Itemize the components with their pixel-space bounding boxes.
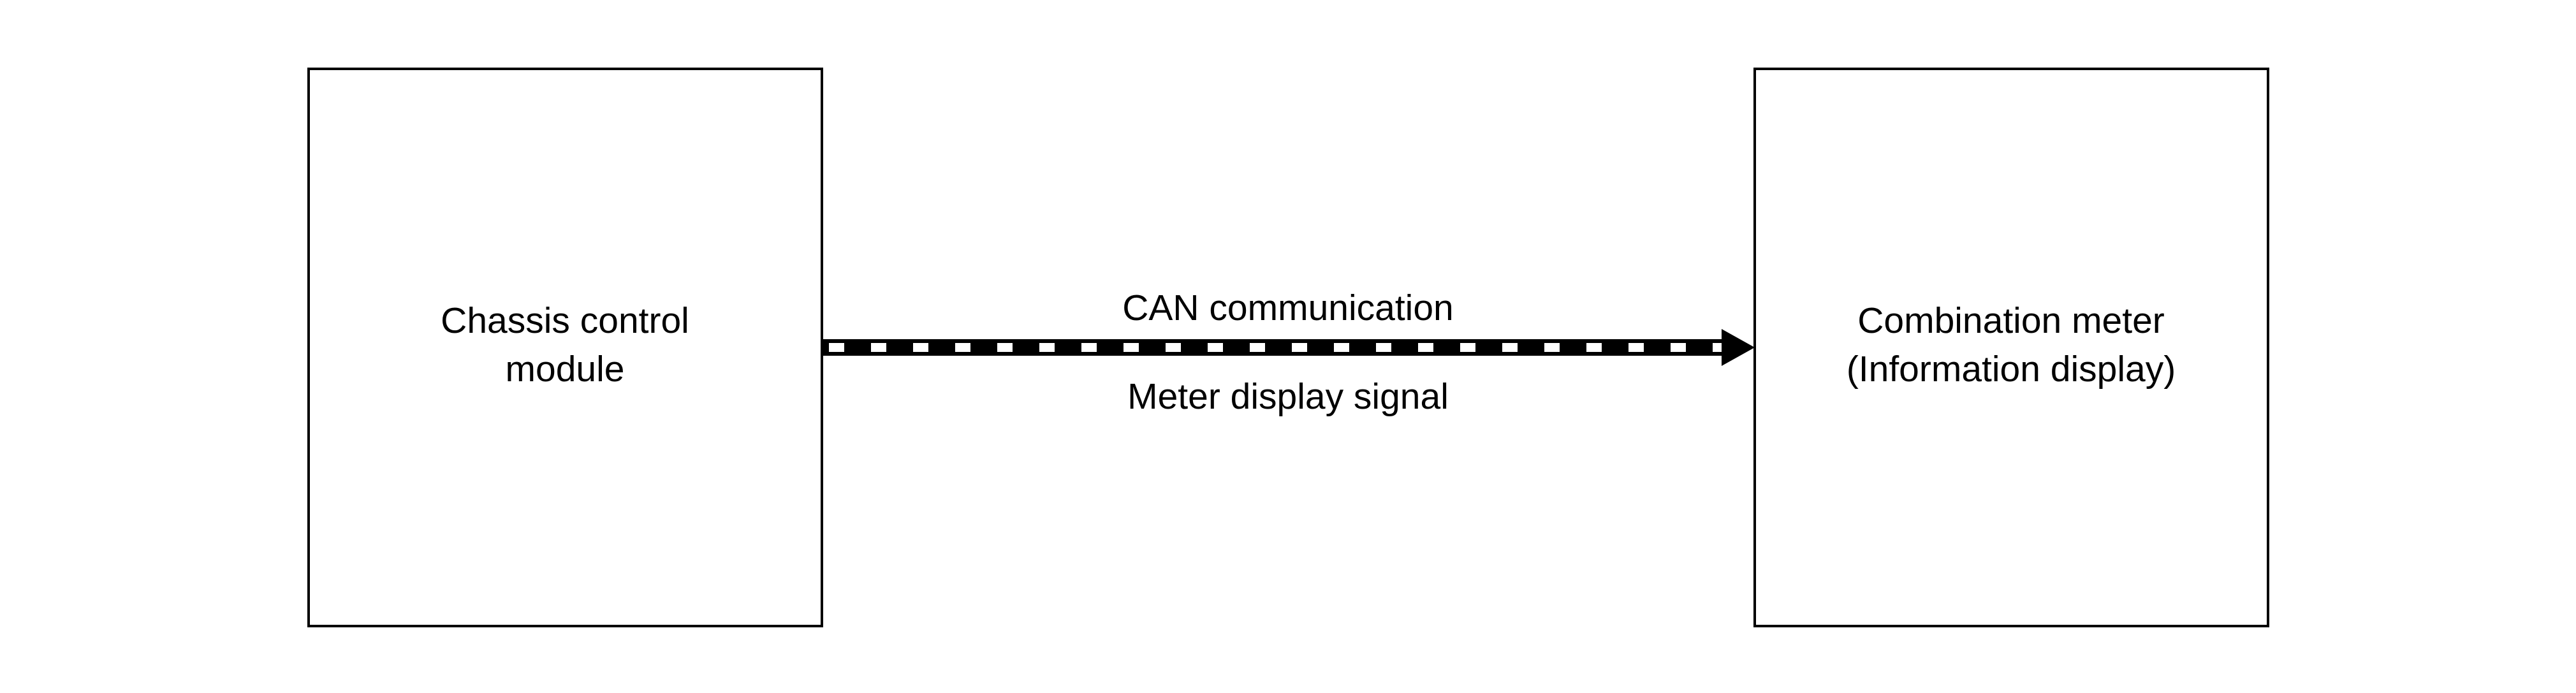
- arrowhead-icon: [1722, 329, 1755, 366]
- chassis-control-module-label-line1: Chassis control: [441, 300, 689, 341]
- chassis-control-module-box: [307, 68, 823, 627]
- can-bus-line: [822, 339, 1727, 356]
- combination-meter-label-line2: (Information display): [1847, 349, 2176, 390]
- combination-meter-box: [1753, 68, 2269, 627]
- chassis-control-module-block: Chassis control module: [307, 68, 823, 627]
- can-communication-connector: CAN communication Meter display signal: [822, 288, 1755, 417]
- combination-meter-label-line1: Combination meter: [1857, 300, 2165, 341]
- can-communication-label: CAN communication: [1122, 288, 1454, 328]
- combination-meter-block: Combination meter (Information display): [1753, 68, 2269, 627]
- meter-display-signal-label: Meter display signal: [1127, 376, 1449, 417]
- chassis-control-module-label-line2: module: [506, 349, 625, 390]
